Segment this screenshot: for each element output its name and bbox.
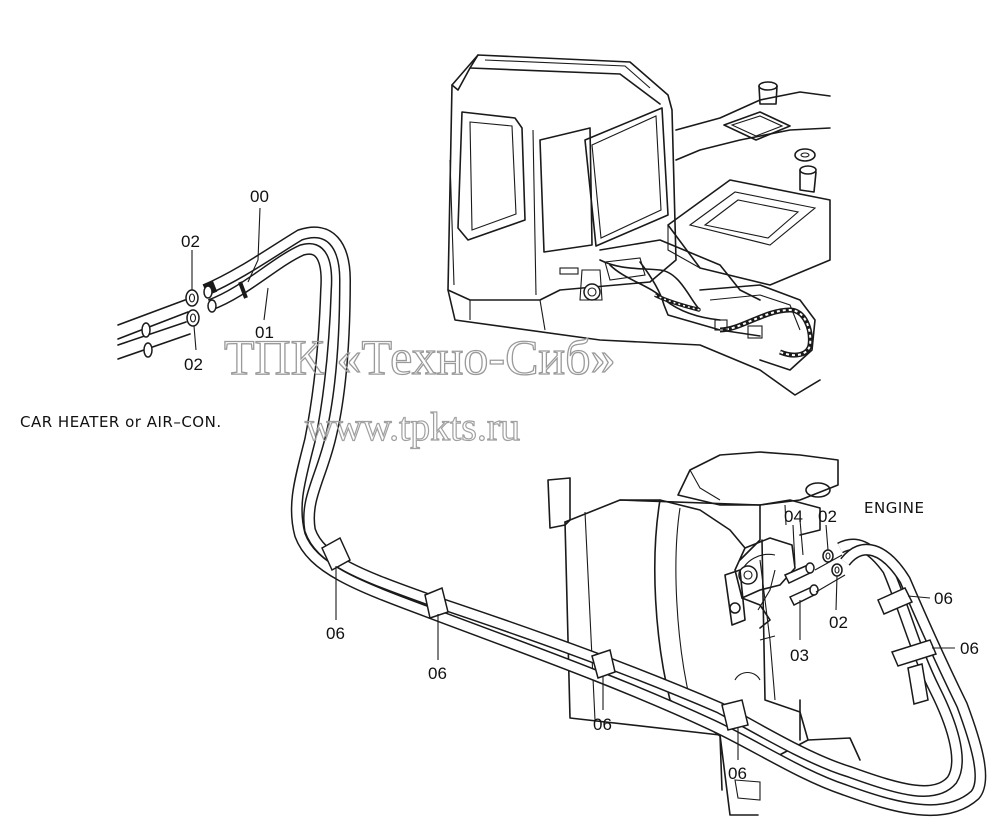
caption-car-heater: CAR HEATER or AIR–CON. (20, 413, 222, 431)
label-clamp-02-top: 02 (181, 232, 200, 251)
watermark-website: www.tpkts.ru (305, 404, 520, 449)
band-clamps (321, 536, 938, 731)
part-labels: 00 01 02 02 04 03 02 02 06 06 06 06 06 0… (181, 187, 979, 783)
heater-pipes (117, 289, 200, 360)
machine-deck-illustration (579, 81, 831, 371)
watermark-company: ТПК «Техно-Сиб» (224, 329, 616, 385)
excavator-cab-illustration (447, 54, 821, 396)
label-assembly-00: 00 (250, 187, 269, 206)
caption-engine: ENGINE (864, 499, 924, 517)
engine-fittings (783, 549, 846, 607)
label-band-06-b: 06 (428, 664, 447, 683)
label-engine-clamp-02-top: 02 (818, 507, 837, 526)
label-clamp-02-bottom: 02 (184, 355, 203, 374)
leader-lines (191, 207, 955, 760)
label-hose-01: 01 (255, 323, 274, 342)
label-band-06-f: 06 (960, 639, 979, 658)
label-band-06-d: 06 (728, 764, 747, 783)
label-band-06-a: 06 (326, 624, 345, 643)
label-fitting-03: 03 (790, 646, 809, 665)
heater-hoses (202, 226, 987, 817)
label-band-06-e: 06 (934, 589, 953, 608)
label-engine-clamp-02-bottom: 02 (829, 613, 848, 632)
label-band-06-c: 06 (593, 715, 612, 734)
label-fitting-04: 04 (784, 507, 803, 526)
